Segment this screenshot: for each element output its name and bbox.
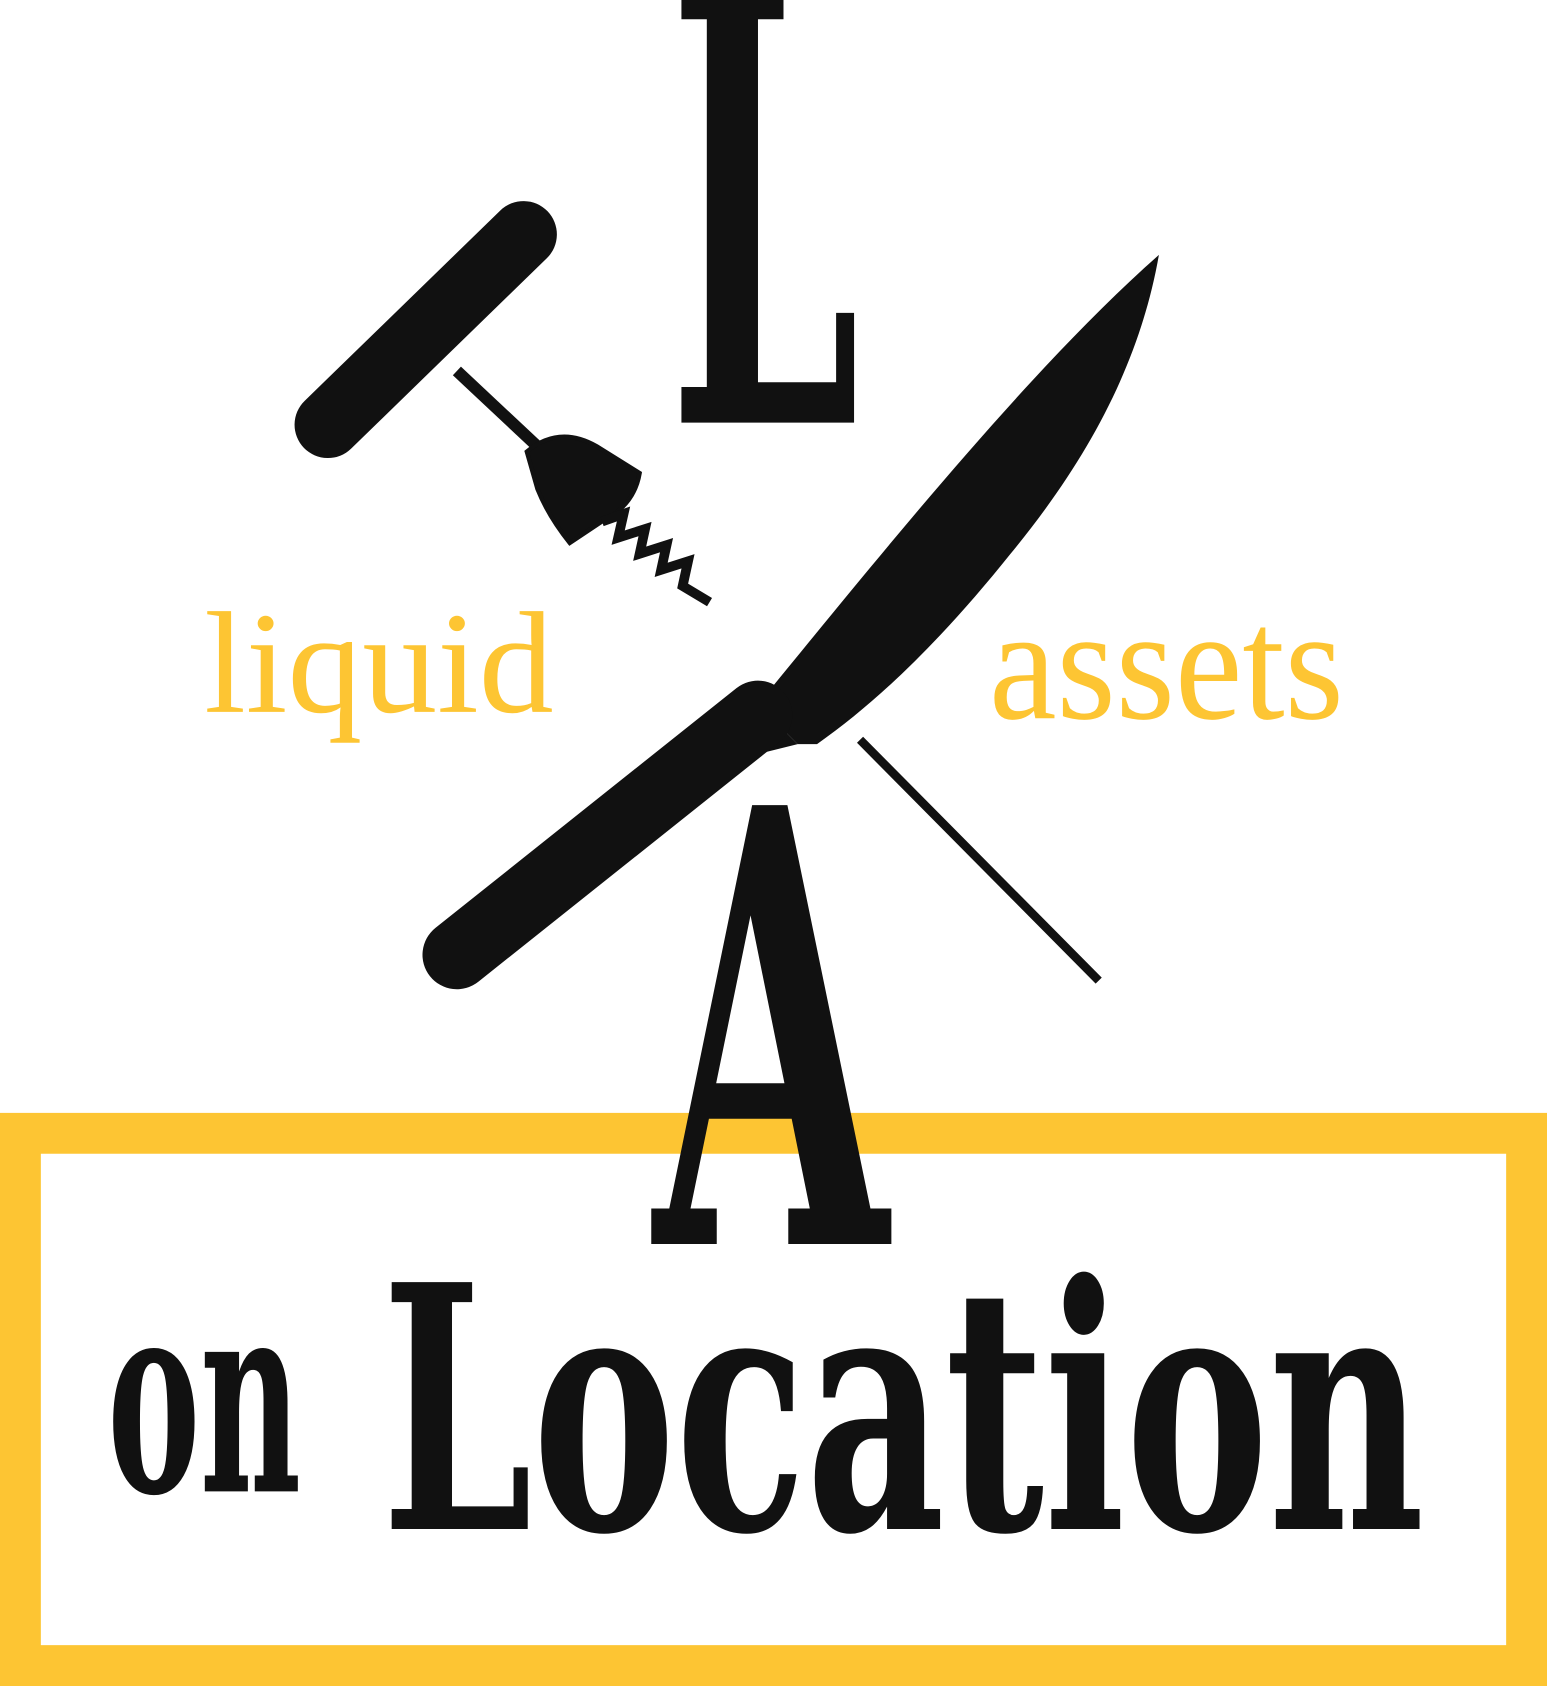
corkscrew-icon [294, 201, 713, 607]
logo-word-on: on [108, 1240, 302, 1555]
logo-word-location: Location [382, 1211, 1425, 1609]
logo-frame [0, 1112, 1547, 1686]
chef-knife-icon [422, 254, 1159, 990]
logo-letter-a: A [649, 679, 894, 1386]
logo-word-liquid: liquid [204, 584, 553, 744]
logo-word-assets: assets [989, 574, 1344, 753]
logo-letter-l: L [669, 0, 860, 565]
sharpening-rod-icon [856, 736, 1102, 984]
